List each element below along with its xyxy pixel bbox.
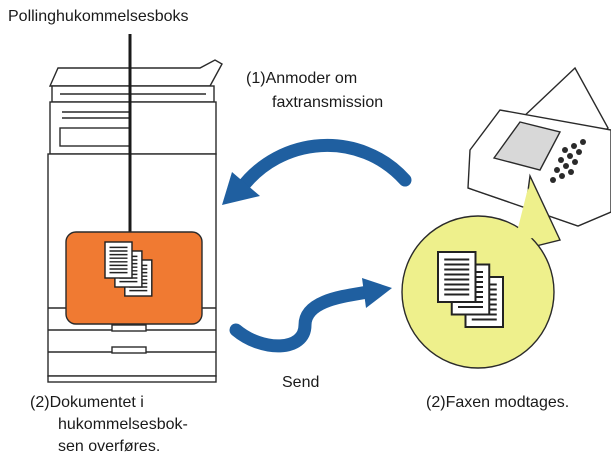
curved-arrow-icon xyxy=(229,285,375,353)
curved-arrow-icon xyxy=(233,138,412,197)
step2-left-label: (2)Dokumentet i xyxy=(30,392,144,413)
step2-right-text: Faxen modtages. xyxy=(445,394,570,411)
send-label: Send xyxy=(282,374,320,391)
polling-box-label: Pollinghukommelsesboks xyxy=(8,8,189,25)
step1-label: (1)Anmoder om xyxy=(246,68,357,89)
step2-right-number: (2) xyxy=(426,394,446,411)
step2-left-line1: Dokumentet i xyxy=(49,394,144,411)
step2-right-label: (2)Faxen modtages. xyxy=(426,392,569,413)
mfp-printer-icon xyxy=(47,59,223,383)
step2-left-line2: hukommelsesbok- xyxy=(58,416,188,433)
step1-line1: Anmoder om xyxy=(265,70,358,87)
step2-left-line3: sen overføres. xyxy=(58,438,161,455)
arrowhead-left xyxy=(222,172,260,205)
step1-number: (1) xyxy=(246,70,266,87)
arrowhead-right xyxy=(362,278,392,308)
step1-line2: faxtransmission xyxy=(272,94,384,111)
step2-left-number: (2) xyxy=(30,394,50,411)
